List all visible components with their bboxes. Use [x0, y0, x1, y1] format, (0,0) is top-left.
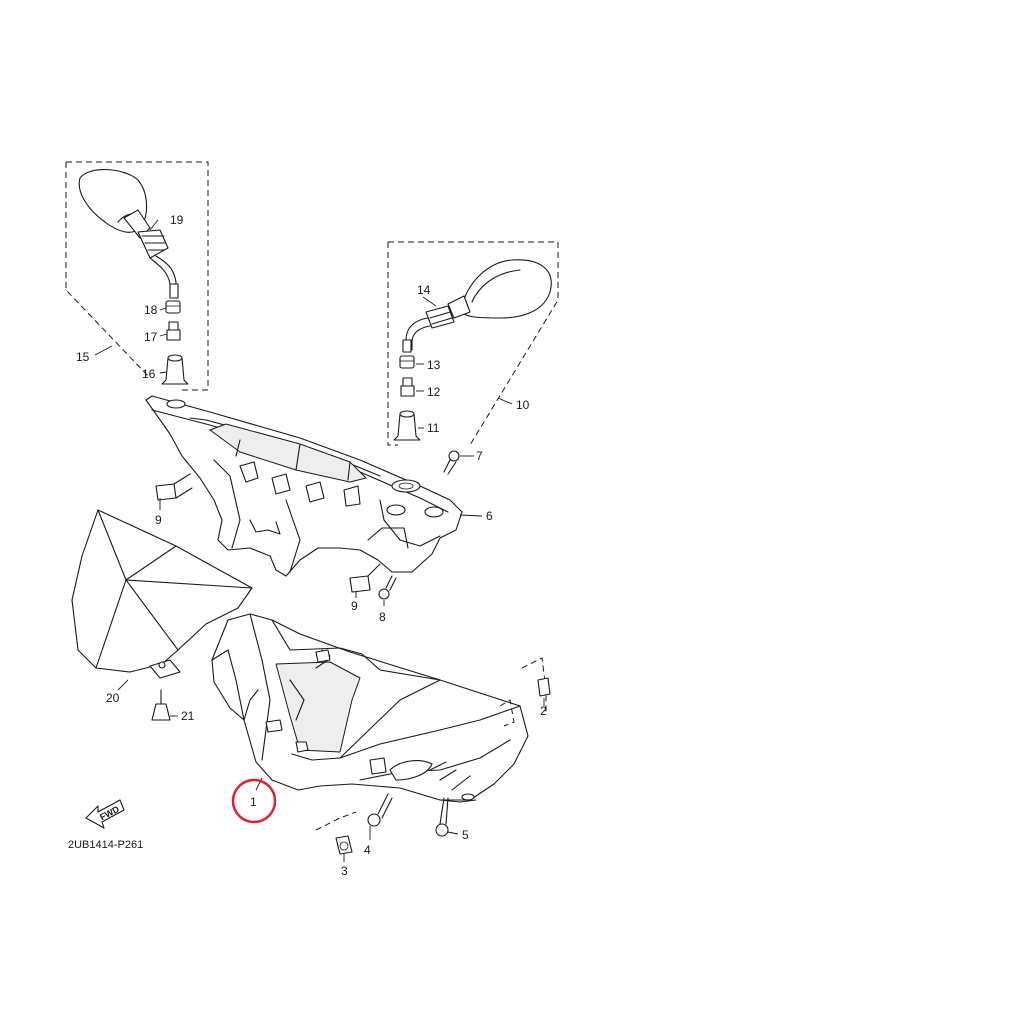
callout-17: 17	[144, 330, 158, 344]
diagram-reference-code: 2UB1414-P261	[68, 839, 143, 851]
callout-12: 12	[427, 385, 441, 399]
callout-1: 1	[250, 795, 257, 809]
callout-7: 7	[476, 449, 483, 463]
forward-arrow-icon: FWD	[85, 799, 125, 829]
callout-21: 21	[181, 709, 195, 723]
callout-19: 19	[170, 213, 184, 227]
callout-4: 4	[364, 843, 371, 857]
front-panel-left	[71, 509, 253, 721]
callout-9-upper: 9	[155, 513, 162, 527]
callout-11: 11	[427, 421, 440, 435]
callout-16: 16	[142, 367, 156, 381]
callout-10: 10	[516, 398, 530, 412]
callout-8: 8	[379, 610, 386, 624]
left-mirror-assembly	[65, 161, 209, 391]
callout-5: 5	[462, 828, 469, 842]
callout-2: 2	[540, 704, 547, 718]
callout-labels: 1 2 3 4 5 6 7 8 9 9 10 11 12 13 14 15 16…	[76, 213, 547, 878]
callout-13: 13	[427, 358, 441, 372]
callout-14: 14	[417, 283, 431, 297]
highlight-circle	[231, 778, 277, 824]
right-mirror-assembly	[387, 241, 559, 446]
handlebar-rear-cover	[145, 395, 483, 606]
callout-15: 15	[76, 350, 90, 364]
callout-18: 18	[144, 303, 158, 317]
handlebar-front-cover	[211, 613, 551, 862]
callout-9-lower: 9	[351, 599, 358, 613]
callout-3: 3	[341, 864, 348, 878]
callout-20: 20	[106, 691, 120, 705]
callout-6: 6	[486, 509, 493, 523]
